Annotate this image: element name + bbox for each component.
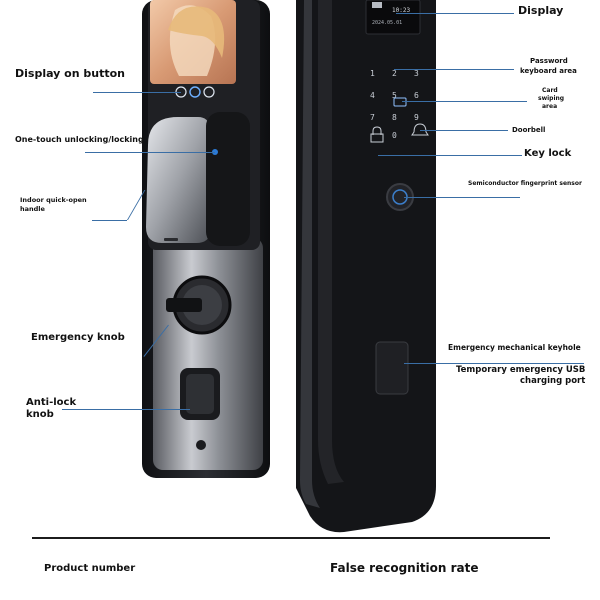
spec-table-divider [32,537,550,539]
label-key-lock: Key lock [524,148,572,159]
anti-lock-knob [180,368,220,420]
card-icon [393,97,407,107]
spec-header-product-number: Product number [44,563,136,574]
label-emergency-knob: Emergency knob [31,332,125,343]
svg-text:1: 1 [370,69,375,78]
label-doorbell: Doorbell [512,126,546,134]
outdoor-display [365,0,421,35]
svg-text:6: 6 [414,91,419,100]
svg-text:9: 9 [414,113,419,122]
label-keyhole: Emergency mechanical keyhole [448,343,581,352]
label-anti-lock-line2: knob [26,409,54,420]
svg-text:2: 2 [392,69,397,78]
indoor-handle [146,117,210,243]
next-button-icon [203,86,215,98]
svg-text:7: 7 [370,113,375,122]
label-indoor-handle-line2: handle [20,205,45,213]
label-card-line1: Card [542,87,558,94]
left-lock-backplate [142,0,270,478]
lock-icon [372,126,382,135]
outdoor-lock-body [296,0,436,533]
label-indoor-handle-line1: Indoor quick-open [20,196,87,204]
home-button-icon [189,86,201,98]
svg-text:0: 0 [392,131,397,140]
label-anti-lock-line1: Anti-lock [26,397,77,408]
label-one-touch: One-touch unlocking/locking [15,135,144,144]
label-card-line2: swiping [538,95,565,102]
mechanical-keyhole-cover [375,341,409,395]
label-password-line2: keyboard area [520,67,577,75]
left-display-screen [150,0,236,84]
label-card-line3: area [542,103,558,110]
spec-header-false-recognition-rate: False recognition rate [330,561,479,575]
label-password-line1: Password [530,57,568,65]
label-display-on-button: Display on button [15,67,126,80]
emergency-knob [172,275,232,335]
label-usb-line2: charging port [520,376,586,386]
label-fingerprint: Semiconductor fingerprint sensor [468,180,582,187]
label-usb-line1: Temporary emergency USB [456,365,586,375]
svg-text:8: 8 [392,113,397,122]
svg-text:4: 4 [370,91,375,100]
left-lock-metal-panel [153,238,263,470]
label-display: Display [518,4,564,17]
svg-text:3: 3 [414,69,419,78]
svg-text:2024.05.01: 2024.05.01 [372,20,402,26]
svg-text:5: 5 [392,91,397,100]
